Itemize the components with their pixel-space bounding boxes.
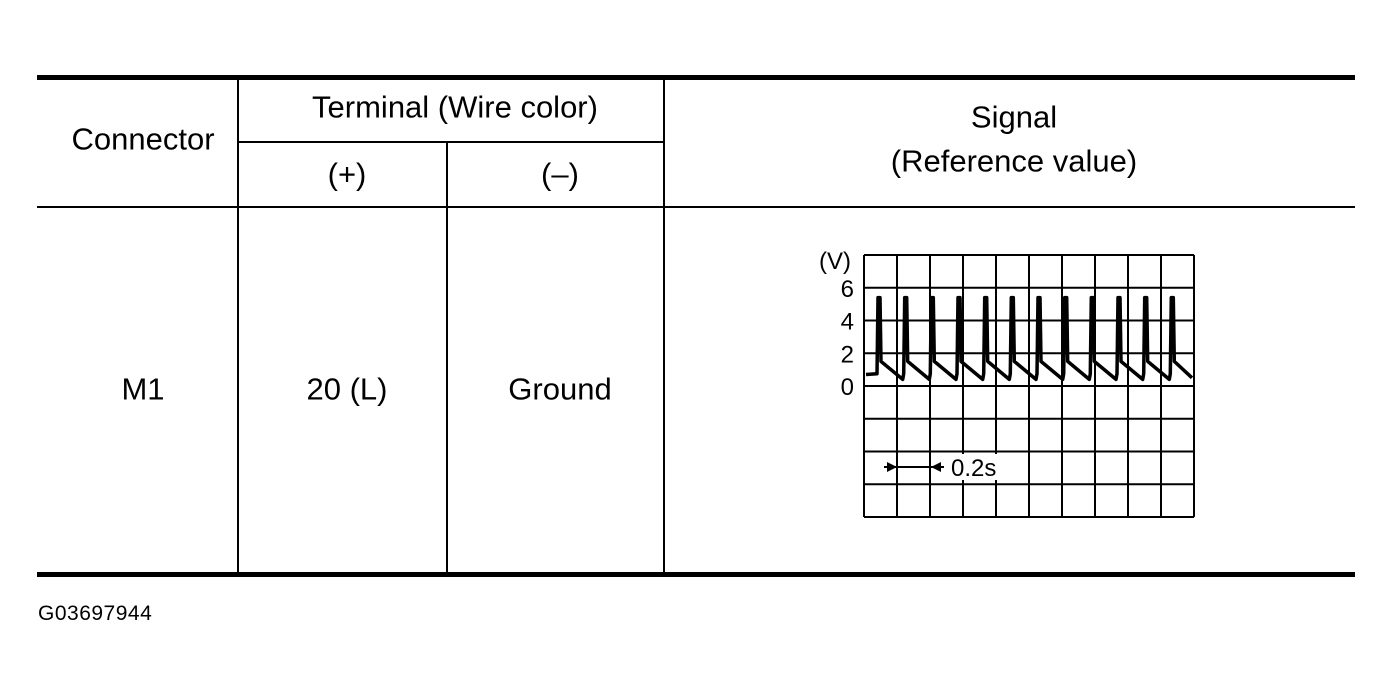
scope-y-tick-label: 2 xyxy=(841,341,854,368)
scope-y-ticks: 6 4 2 0 xyxy=(841,276,854,401)
scope-y-unit: (V) xyxy=(819,248,851,275)
scope-y-tick-label: 6 xyxy=(841,276,854,303)
header-plus: (+) xyxy=(327,156,367,192)
time-scale-arrow-right xyxy=(887,462,897,472)
figure-id: G03697944 xyxy=(38,602,153,625)
header-signal: Signal xyxy=(970,99,1058,135)
cell-connector: M1 xyxy=(121,371,165,407)
scope-y-tick-label: 4 xyxy=(841,309,854,336)
scope-y-tick-label: 0 xyxy=(841,374,854,401)
header-connector: Connector xyxy=(71,121,215,157)
header-terminal: Terminal (Wire color) xyxy=(312,89,598,125)
header-minus: (–) xyxy=(541,156,579,192)
cell-plus: 20 (L) xyxy=(306,371,388,407)
header-signal-sub: (Reference value) xyxy=(890,143,1138,179)
time-scale-label: 0.2s xyxy=(951,455,996,482)
cell-minus: Ground xyxy=(508,371,612,407)
time-label-bg xyxy=(948,454,1006,480)
scope-grid xyxy=(863,254,1195,518)
time-scale-arrow-left xyxy=(931,462,941,472)
waveform-trace xyxy=(865,295,1194,382)
